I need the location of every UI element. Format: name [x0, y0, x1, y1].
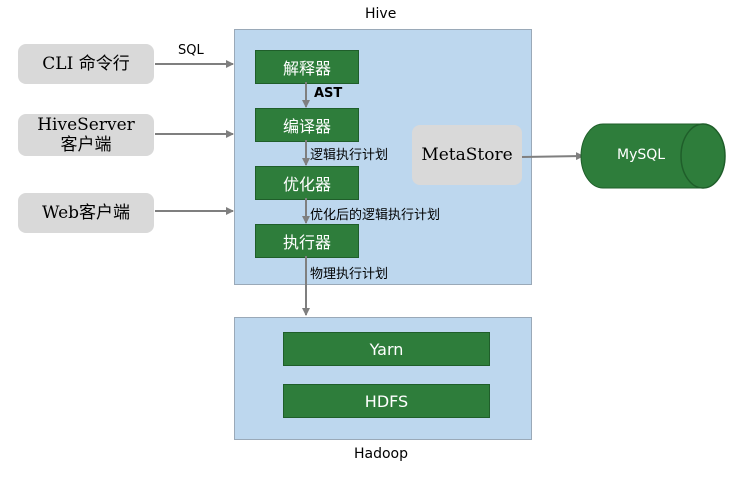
- mysql-label: MySQL: [617, 147, 666, 163]
- hive-title: Hive: [365, 6, 397, 22]
- yarn-component: Yarn: [283, 332, 490, 366]
- ast-label: AST: [314, 86, 343, 101]
- metastore-to-mysql-arrow: [521, 152, 584, 161]
- sql-edge-label: SQL: [178, 43, 204, 58]
- compiler-stage: 编译器: [255, 108, 359, 142]
- logical-plan-label: 逻辑执行计划: [310, 148, 389, 163]
- metastore-box: MetaStore: [412, 125, 522, 185]
- hiveserver-client: HiveServer 客户端: [18, 114, 154, 156]
- mysql-cylinder: [580, 123, 726, 189]
- physical-plan-label: 物理执行计划: [310, 267, 389, 282]
- optimized-logical-plan-label: 优化后的逻辑执行计划: [310, 208, 441, 223]
- web-client: Web客户端: [18, 193, 154, 233]
- hadoop-title: Hadoop: [354, 446, 409, 462]
- hdfs-component: HDFS: [283, 384, 490, 418]
- cli-client: CLI 命令行: [18, 44, 154, 84]
